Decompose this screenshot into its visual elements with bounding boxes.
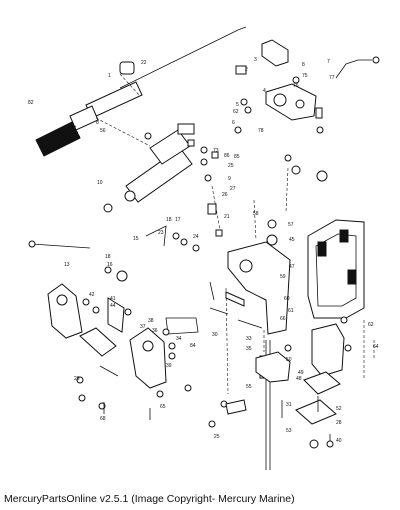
callout: 33 bbox=[246, 336, 252, 342]
callout: 45 bbox=[289, 237, 295, 243]
callout: 1 bbox=[108, 73, 111, 79]
callout: 65 bbox=[160, 404, 166, 410]
callout: 8 bbox=[96, 120, 99, 126]
callout: 27 bbox=[230, 186, 236, 192]
callout: 82 bbox=[28, 100, 34, 106]
callout: 35 bbox=[246, 346, 252, 352]
callout: 39 bbox=[166, 363, 172, 369]
right-transom-bracket[interactable] bbox=[129, 327, 167, 389]
callout: 60 bbox=[284, 296, 290, 302]
callout: 16 bbox=[107, 262, 113, 268]
callout: 56 bbox=[100, 128, 106, 134]
callout: 44 bbox=[110, 303, 116, 309]
callout: 62 bbox=[233, 109, 239, 115]
callout: 62 bbox=[368, 322, 374, 328]
right-bracket-hardware bbox=[76, 328, 176, 410]
callout: 25 bbox=[228, 163, 234, 169]
center-fasteners bbox=[284, 154, 328, 182]
arm-hardware bbox=[234, 76, 324, 134]
assembly-leader-lines bbox=[95, 73, 375, 395]
swivel-bracket[interactable] bbox=[227, 241, 291, 335]
tilt-lock-lever[interactable] bbox=[165, 307, 263, 335]
callout: 84 bbox=[190, 343, 196, 349]
image-caption: MercuryPartsOnline v2.5.1 (Image Copyrig… bbox=[4, 493, 295, 505]
callout-labels: 1 22 3 2 8 82 56 7 8 75 77 76 4 5 62 6 7… bbox=[28, 57, 379, 444]
callout: 66 bbox=[280, 316, 286, 322]
callout: 53 bbox=[286, 428, 292, 434]
left-bracket-hardware bbox=[82, 297, 132, 333]
callout: 68 bbox=[100, 416, 106, 422]
callout: 58 bbox=[253, 211, 259, 217]
tilt-cylinder[interactable] bbox=[124, 123, 195, 203]
callout: 25 bbox=[214, 434, 220, 440]
callout: 24 bbox=[193, 234, 199, 240]
callout: 57 bbox=[288, 222, 294, 228]
callout: 48 bbox=[296, 376, 302, 382]
upper-mount-assembly[interactable] bbox=[255, 344, 292, 383]
steering-bracket[interactable] bbox=[235, 39, 289, 75]
callout: 29 bbox=[74, 376, 80, 382]
callout: 34 bbox=[176, 336, 182, 342]
callout: 7 bbox=[327, 59, 330, 65]
callout: 55 bbox=[246, 384, 252, 390]
callout: 41 bbox=[110, 296, 116, 302]
steering-cable-rod bbox=[119, 26, 247, 89]
callout: 59 bbox=[280, 274, 286, 280]
callout: 61 bbox=[288, 308, 294, 314]
callout: 30 bbox=[212, 332, 218, 338]
through-bolt[interactable] bbox=[28, 240, 91, 249]
callout: 26 bbox=[222, 192, 228, 198]
callout: 73 bbox=[213, 148, 219, 154]
callout: 77 bbox=[329, 75, 335, 81]
callout: 17 bbox=[175, 217, 181, 223]
bottom-fasteners bbox=[103, 384, 334, 449]
callout: 36 bbox=[152, 328, 158, 334]
tilt-tube-assembly[interactable] bbox=[35, 81, 143, 157]
link-parts bbox=[104, 266, 245, 307]
callout: 18 bbox=[105, 254, 111, 260]
callout: 47 bbox=[289, 264, 295, 270]
steering-arm-assembly[interactable] bbox=[265, 83, 317, 121]
callout: 86 bbox=[224, 153, 230, 159]
callout: 75 bbox=[302, 73, 308, 79]
callout: 52 bbox=[336, 406, 342, 412]
exploded-parts-diagram: 1 22 3 2 8 82 56 7 8 75 77 76 4 5 62 6 7… bbox=[28, 26, 380, 470]
callout: 49 bbox=[298, 370, 304, 376]
callout: 15 bbox=[133, 236, 139, 242]
callout: 4 bbox=[263, 88, 266, 94]
callout: 50 bbox=[286, 357, 292, 363]
callout: 78 bbox=[258, 128, 264, 134]
callout: 22 bbox=[141, 60, 147, 66]
left-transom-bracket[interactable] bbox=[47, 283, 83, 339]
callout: 28 bbox=[336, 420, 342, 426]
callout: 21 bbox=[224, 214, 230, 220]
tilt-lever[interactable] bbox=[79, 327, 117, 357]
callout: 10 bbox=[97, 180, 103, 186]
callout: 76 bbox=[293, 83, 299, 89]
tube-cap-22[interactable] bbox=[119, 61, 135, 75]
driveshaft-housing[interactable] bbox=[307, 219, 365, 319]
lower-mount-assembly[interactable] bbox=[295, 316, 352, 425]
callout: 3 bbox=[254, 57, 257, 63]
callout: 23 bbox=[158, 230, 164, 236]
callout: 6 bbox=[232, 120, 235, 126]
callout: 40 bbox=[336, 438, 342, 444]
trim-hardware-row bbox=[172, 203, 278, 252]
callout: 31 bbox=[286, 402, 292, 408]
callout: 2 bbox=[245, 67, 248, 73]
callout: 42 bbox=[89, 292, 95, 298]
callout: 37 bbox=[140, 324, 146, 330]
link-pin[interactable] bbox=[145, 225, 167, 247]
callout: 9 bbox=[228, 176, 231, 182]
callout: 64 bbox=[373, 344, 379, 350]
callout: 8 bbox=[302, 62, 305, 68]
callout: 85 bbox=[234, 154, 240, 160]
callout: 38 bbox=[148, 318, 154, 324]
callout: 5 bbox=[236, 102, 239, 108]
callout: 18 bbox=[166, 217, 172, 223]
callout: 13 bbox=[64, 262, 70, 268]
cylinder-hardware bbox=[103, 132, 219, 213]
steering-link-rod[interactable] bbox=[335, 56, 380, 79]
